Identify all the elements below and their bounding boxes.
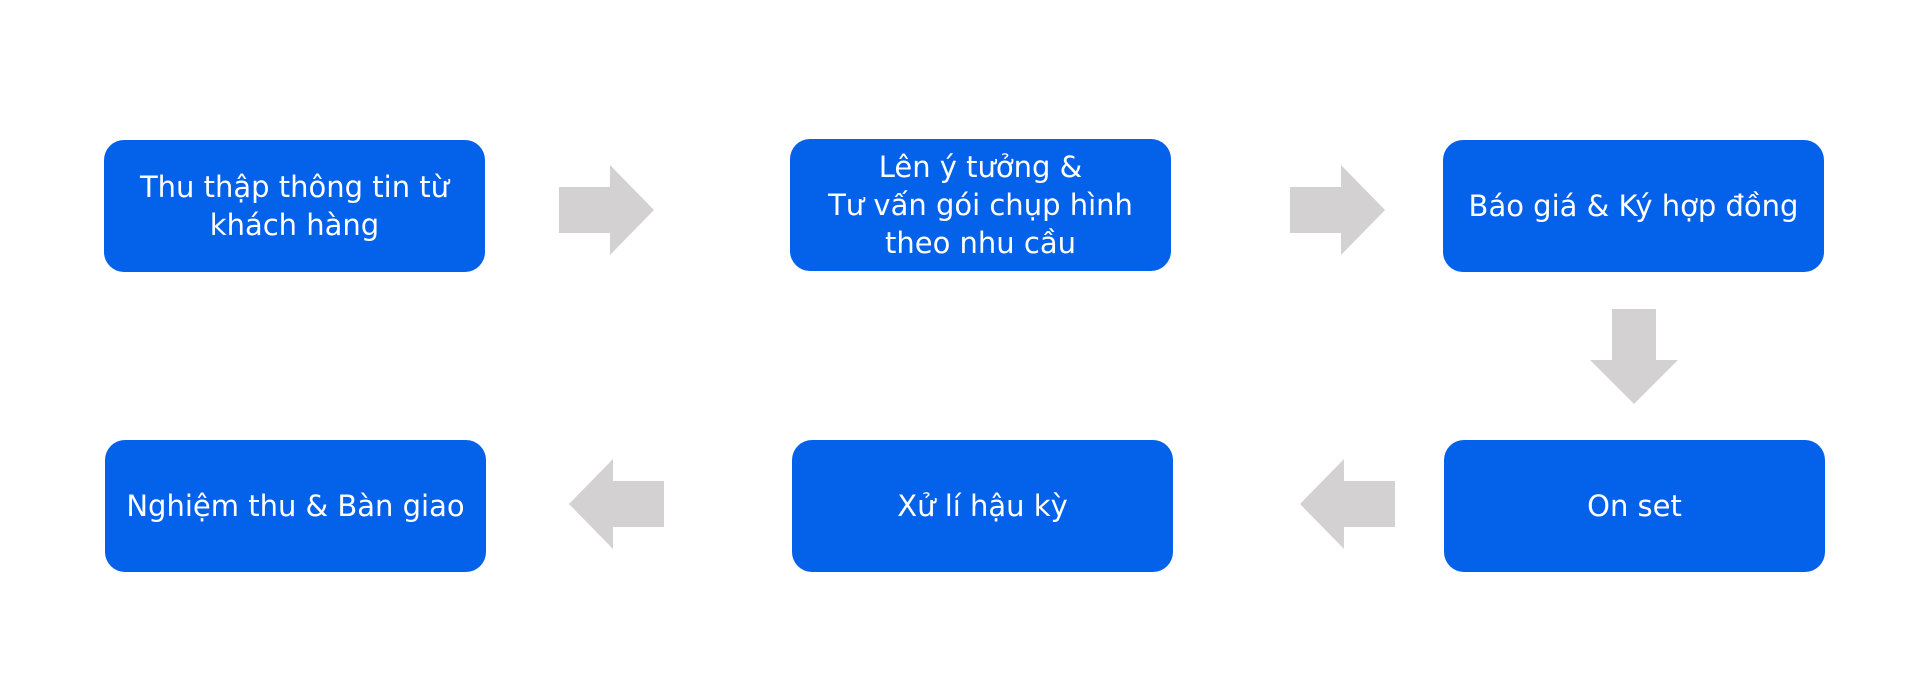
arrow-down-icon	[1590, 309, 1678, 404]
step-on-set: On set	[1444, 440, 1825, 572]
step-label: Báo giá & Ký hợp đồng	[1468, 189, 1799, 223]
arrow-right-shape	[559, 165, 654, 255]
step-post-production: Xử lí hậu kỳ	[792, 440, 1173, 572]
arrow-down-shape	[1590, 309, 1678, 404]
arrow-left-icon	[569, 459, 664, 549]
step-label: Lên ý tưởng & Tư vấn gói chụp hình theo …	[828, 150, 1133, 260]
step-quote-contract: Báo giá & Ký hợp đồng	[1443, 140, 1824, 272]
step-label: Xử lí hậu kỳ	[897, 489, 1068, 523]
step-label: On set	[1587, 489, 1682, 523]
step-label: Thu thập thông tin từ khách hàng	[139, 170, 450, 242]
step-label: Nghiệm thu & Bàn giao	[126, 489, 465, 523]
arrow-left-shape	[569, 459, 664, 549]
arrow-left-icon	[1300, 459, 1395, 549]
step-ideation-consulting: Lên ý tưởng & Tư vấn gói chụp hình theo …	[790, 139, 1171, 271]
arrow-right-shape	[1290, 165, 1385, 255]
arrow-right-icon	[1290, 165, 1385, 255]
step-collect-info: Thu thập thông tin từ khách hàng	[104, 140, 485, 272]
step-acceptance-handover: Nghiệm thu & Bàn giao	[105, 440, 486, 572]
arrow-right-icon	[559, 165, 654, 255]
arrow-left-shape	[1300, 459, 1395, 549]
